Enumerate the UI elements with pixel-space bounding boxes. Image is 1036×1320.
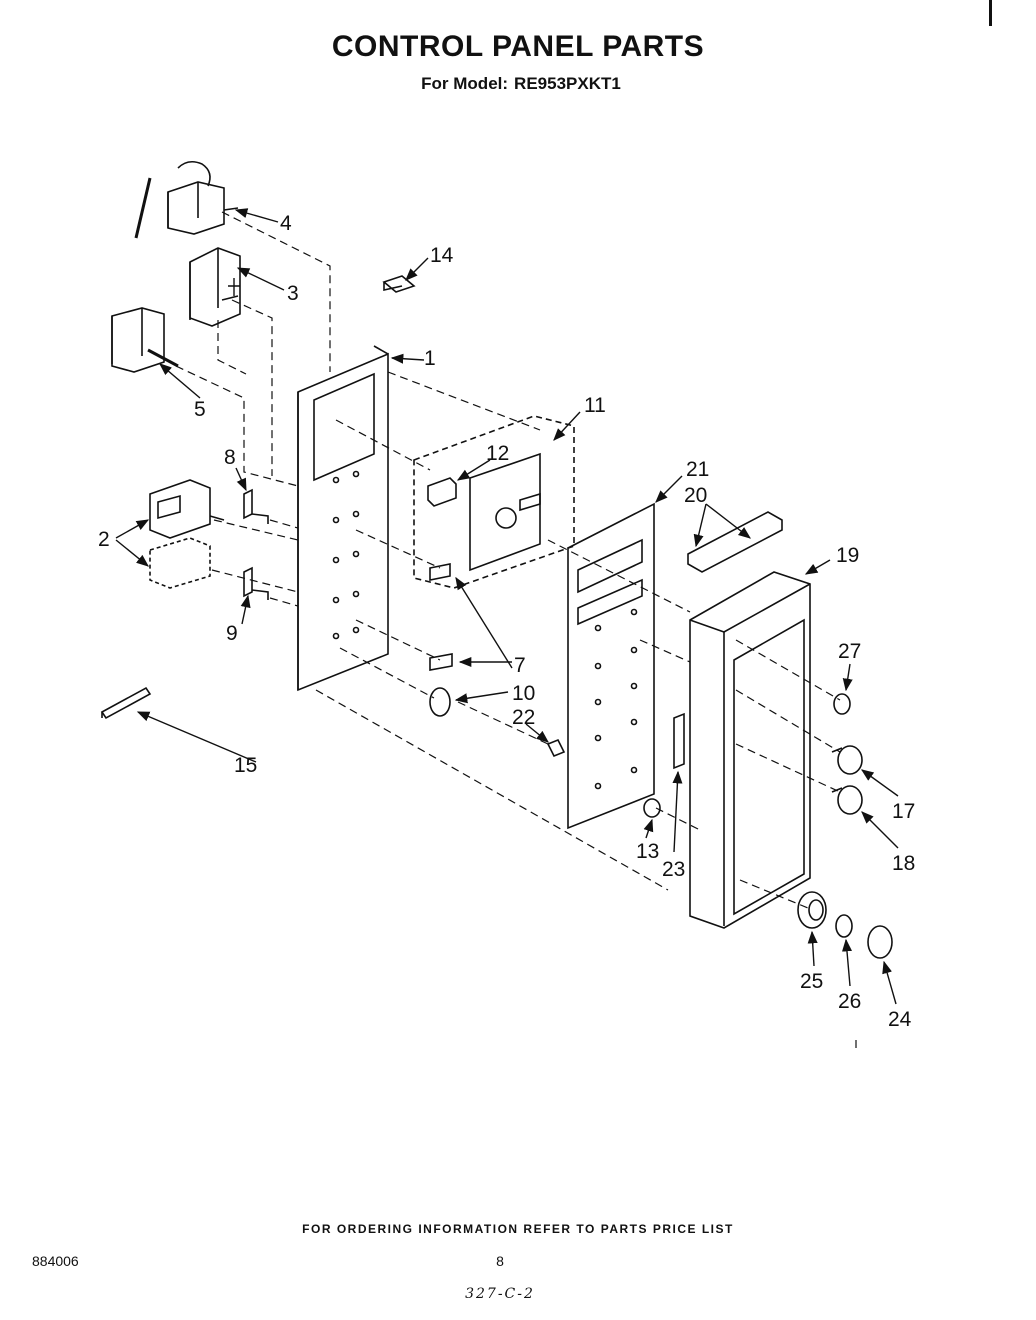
handwritten-note: 327-C-2 [465, 1286, 535, 1302]
part-1-panel-frame [297, 345, 389, 692]
callout-14: 14 [430, 244, 454, 267]
part-26-spring [835, 914, 853, 938]
callout-19: 19 [836, 544, 859, 567]
part-5-switch [111, 307, 179, 373]
callout-8: 8 [224, 446, 236, 469]
part-27-knob [833, 693, 851, 715]
document-number: 884006 [32, 1253, 79, 1269]
callout-5: 5 [194, 398, 206, 421]
part-23-strip [673, 712, 685, 770]
callout-10: 10 [512, 682, 535, 705]
part-21-overlay-panel [567, 502, 655, 830]
alignment-lines [175, 211, 857, 1048]
part-8-bracket [243, 488, 269, 524]
page-title: CONTROL PANEL PARTS [331, 30, 705, 63]
part-13-button [643, 798, 661, 818]
part-14-clip [382, 275, 416, 293]
callout-27: 27 [838, 640, 861, 663]
callout-17: 17 [892, 800, 915, 823]
callout-2: 2 [98, 528, 110, 551]
callout-1: 1 [424, 347, 436, 370]
callout-26: 26 [838, 990, 861, 1013]
callout-4: 4 [280, 212, 292, 235]
callout-9: 9 [226, 622, 238, 645]
model-line: For Model: RE953PXKT1 [0, 74, 1036, 94]
leader-arrows [115, 208, 899, 1005]
edge-mark [989, 0, 992, 26]
callout-18: 18 [892, 852, 915, 875]
part-22-clip [546, 738, 566, 758]
part-12-connector [427, 477, 457, 507]
part-15-probe [100, 686, 152, 720]
part-19-housing [689, 571, 811, 929]
callout-labels: 4 3 14 1 5 11 12 8 21 20 2 19 9 27 7 10 … [98, 212, 915, 1031]
callout-15: 15 [234, 754, 257, 777]
callout-21: 21 [686, 458, 709, 481]
model-number: RE953PXKT1 [514, 74, 621, 93]
callout-25: 25 [800, 970, 823, 993]
callout-22: 22 [512, 706, 535, 729]
part-9-bracket [243, 566, 269, 600]
callout-20: 20 [684, 484, 707, 507]
part-10-washer [429, 687, 451, 717]
part-7-push-rod [429, 563, 453, 671]
part-11-timer-module [413, 415, 575, 589]
callout-7: 7 [514, 654, 526, 677]
callout-23: 23 [662, 858, 685, 881]
callout-11: 11 [584, 394, 606, 417]
model-label: For Model: [421, 74, 509, 93]
part-20-bracket [687, 511, 783, 573]
part-4-thermostat [134, 160, 239, 239]
ordering-note: FOR ORDERING INFORMATION REFER TO PARTS … [302, 1222, 734, 1236]
part-2-switch [149, 479, 225, 589]
callout-3: 3 [287, 282, 299, 305]
part-3-switch [189, 247, 241, 327]
part-24-dial-knob [867, 925, 893, 959]
part-25-bezel [797, 891, 827, 929]
callout-24: 24 [888, 1008, 912, 1031]
callout-13: 13 [636, 840, 659, 863]
page-number: 8 [496, 1253, 504, 1269]
callout-12: 12 [486, 442, 509, 465]
